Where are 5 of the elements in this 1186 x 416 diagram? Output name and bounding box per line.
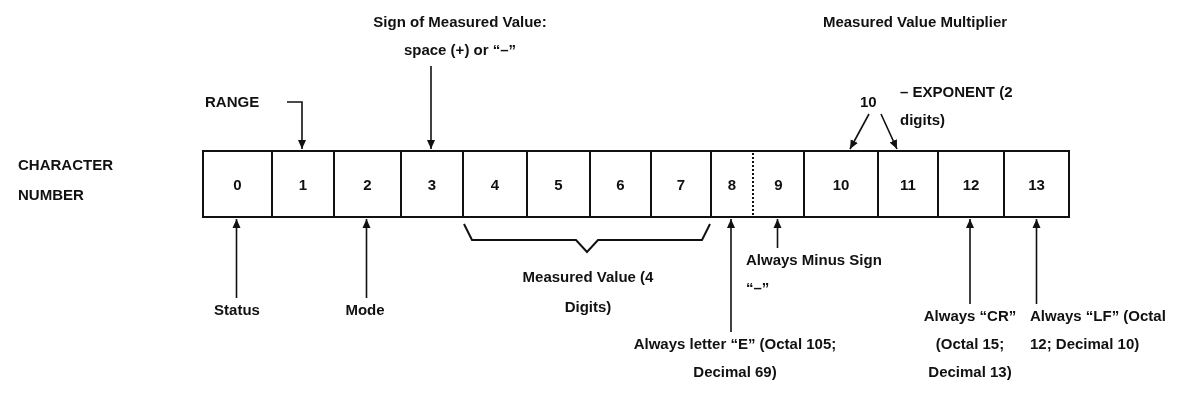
callout-text: Measured Value Multiplier (821, 12, 1009, 32)
base-number: 10 (860, 92, 878, 112)
callout-text: – EXPONENT (2 digits) (900, 82, 1014, 130)
row-heading: CHARACTER NUMBER (18, 155, 114, 205)
bracket-label: Measured Value (4 Digits) (521, 267, 655, 317)
